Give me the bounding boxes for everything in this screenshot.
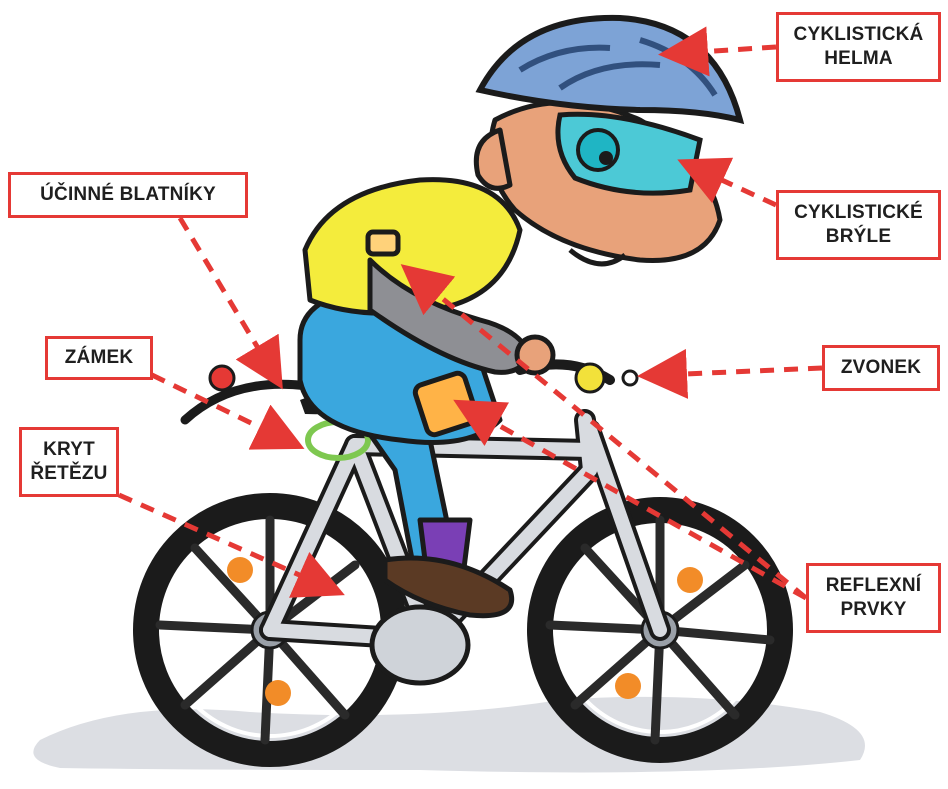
label-bell: ZVONEK [822, 345, 940, 391]
label-line: HELMA [824, 47, 893, 71]
front-light [623, 371, 637, 385]
reflector-dot [615, 673, 641, 699]
label-lock: ZÁMEK [45, 336, 153, 380]
label-line: PRVKY [840, 598, 906, 622]
eye [578, 130, 618, 170]
label-line: ZÁMEK [65, 346, 134, 370]
label-line: KRYT [43, 438, 95, 462]
label-line: ÚČINNÉ BLATNÍKY [40, 183, 216, 207]
label-line: ŘETĚZU [30, 462, 107, 486]
chain-guard [372, 607, 468, 683]
reflector-dot [227, 557, 253, 583]
label-reflectors: REFLEXNÍ PRVKY [806, 563, 941, 633]
reflector-dot [677, 567, 703, 593]
label-fenders: ÚČINNÉ BLATNÍKY [8, 172, 248, 218]
label-line: ZVONEK [841, 356, 921, 380]
label-line: REFLEXNÍ [826, 574, 922, 598]
label-line: CYKLISTICKÉ [794, 201, 923, 225]
label-chain-guard: KRYT ŘETĚZU [19, 427, 119, 497]
reflector-dot [265, 680, 291, 706]
label-line: BRÝLE [826, 225, 891, 249]
label-helmet: CYKLISTICKÁ HELMA [776, 12, 941, 82]
label-line: CYKLISTICKÁ [794, 23, 924, 47]
bell-icon [576, 364, 604, 392]
rear-light [210, 366, 234, 390]
reflector-patch [368, 232, 398, 254]
label-glasses: CYKLISTICKÉ BRÝLE [776, 190, 941, 260]
